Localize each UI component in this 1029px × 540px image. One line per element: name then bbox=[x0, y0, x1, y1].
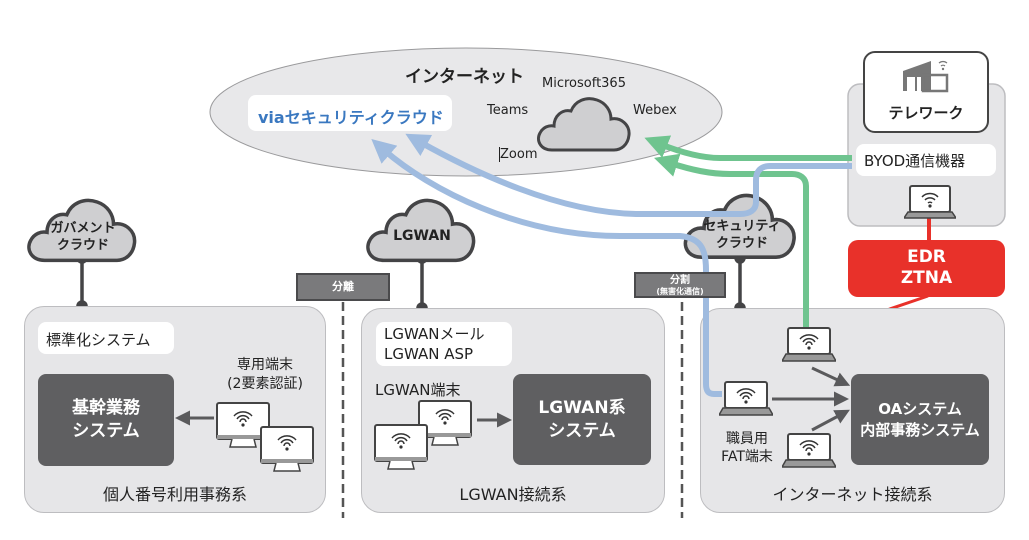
fat-terminal-label: 職員用 FAT端末 bbox=[712, 430, 782, 466]
telework-card: テレワーク bbox=[863, 51, 989, 133]
blue-arrow-fat-to-via bbox=[371, 138, 722, 397]
lgwan-services-label: LGWANメール LGWAN ASP bbox=[384, 324, 484, 364]
dedicated-terminals-icon bbox=[216, 402, 314, 472]
standard-system-label: 標準化システム bbox=[46, 331, 151, 349]
green-arrow-to-saas-1 bbox=[644, 135, 852, 161]
ztna-label: ZTNA bbox=[900, 268, 953, 288]
bunkatsu-sub-label: (無害化通信) bbox=[656, 287, 704, 296]
zone-lgwan-title: LGWAN接続系 bbox=[459, 485, 567, 504]
via-cloud-box bbox=[248, 95, 452, 131]
edr-ztna-box: EDR ZTNA bbox=[848, 240, 1005, 297]
edr-label: EDR bbox=[907, 247, 946, 267]
byod-label: BYOD通信機器 bbox=[864, 152, 966, 170]
lgwan-services-box bbox=[376, 322, 512, 366]
core-system-box: 基幹業務システム bbox=[38, 374, 174, 466]
bunkatsu-badge: 分割 (無害化通信) bbox=[634, 272, 726, 298]
service-teams: Teams bbox=[487, 103, 529, 118]
oa-system-line1: OAシステム bbox=[878, 399, 962, 418]
oa-system-box: OAシステム内部事務システム bbox=[851, 374, 989, 465]
arrow-laptop3-to-oa bbox=[811, 409, 850, 432]
byod-box bbox=[856, 144, 996, 176]
zone-internet-title: インターネット接続系 bbox=[772, 485, 933, 504]
oa-system-line2: 内部事務システム bbox=[860, 420, 980, 439]
ztna-laptop-icon bbox=[782, 327, 836, 362]
internet-title: インターネット bbox=[405, 67, 524, 87]
security-cloud-line2: クラウド bbox=[715, 236, 768, 251]
lgwan-terminal-label: LGWAN端末 bbox=[375, 381, 461, 399]
service-zoom: Zoom bbox=[499, 147, 538, 162]
house-icon bbox=[903, 60, 949, 93]
byod-laptop-icon bbox=[904, 185, 956, 219]
government-cloud-label: ガバメント クラウド bbox=[40, 220, 126, 254]
arrow-laptop1-to-oa bbox=[811, 366, 851, 387]
lgwan-mail-label: LGWANメール bbox=[384, 325, 485, 343]
core-system-line1: 基幹業務 bbox=[72, 398, 140, 418]
dedicated-terminal-line1: 専用端末 bbox=[237, 357, 293, 373]
security-cloud-line1: セキュリティ bbox=[703, 219, 781, 234]
security-cloud-label: セキュリティ クラウド bbox=[694, 218, 790, 252]
fat-terminal-line1: 職員用 bbox=[726, 431, 768, 447]
bunkatsu-label: 分割 bbox=[670, 275, 690, 286]
lgwan-cloud-label: LGWAN bbox=[393, 228, 451, 244]
service-webex: Webex bbox=[633, 103, 677, 118]
via-cloud-label: viaセキュリティクラウド bbox=[258, 108, 444, 127]
lgwan-terminals-icon bbox=[374, 400, 472, 470]
dedicated-terminal-line2: (2要素認証) bbox=[227, 376, 303, 392]
fat-laptop-icon bbox=[719, 381, 773, 416]
standard-system-box bbox=[38, 322, 174, 354]
lgwan-system-line2: システム bbox=[548, 420, 616, 441]
telework-title: テレワーク bbox=[888, 104, 964, 122]
government-cloud-line2: クラウド bbox=[56, 238, 109, 253]
dedicated-terminal-label: 専用端末 (2要素認証) bbox=[210, 356, 320, 394]
green-arrow-to-saas-2 bbox=[653, 153, 809, 330]
bunri-badge: 分離 bbox=[296, 273, 390, 301]
fat-terminal-line2: FAT端末 bbox=[721, 449, 773, 465]
service-microsoft365: Microsoft365 bbox=[542, 76, 626, 91]
lgwan-asp-label: LGWAN ASP bbox=[384, 345, 474, 363]
blue-arrow-byod-to-via bbox=[405, 133, 852, 217]
government-cloud-line1: ガバメント bbox=[50, 221, 116, 236]
zone-mynumber-title: 個人番号利用事務系 bbox=[102, 485, 247, 504]
lgwan-system-line1: LGWAN系 bbox=[538, 397, 626, 418]
lgwan-system-box: LGWAN系システム bbox=[513, 374, 651, 465]
laptop-icon-3 bbox=[782, 433, 836, 468]
core-system-line2: システム bbox=[72, 421, 140, 441]
